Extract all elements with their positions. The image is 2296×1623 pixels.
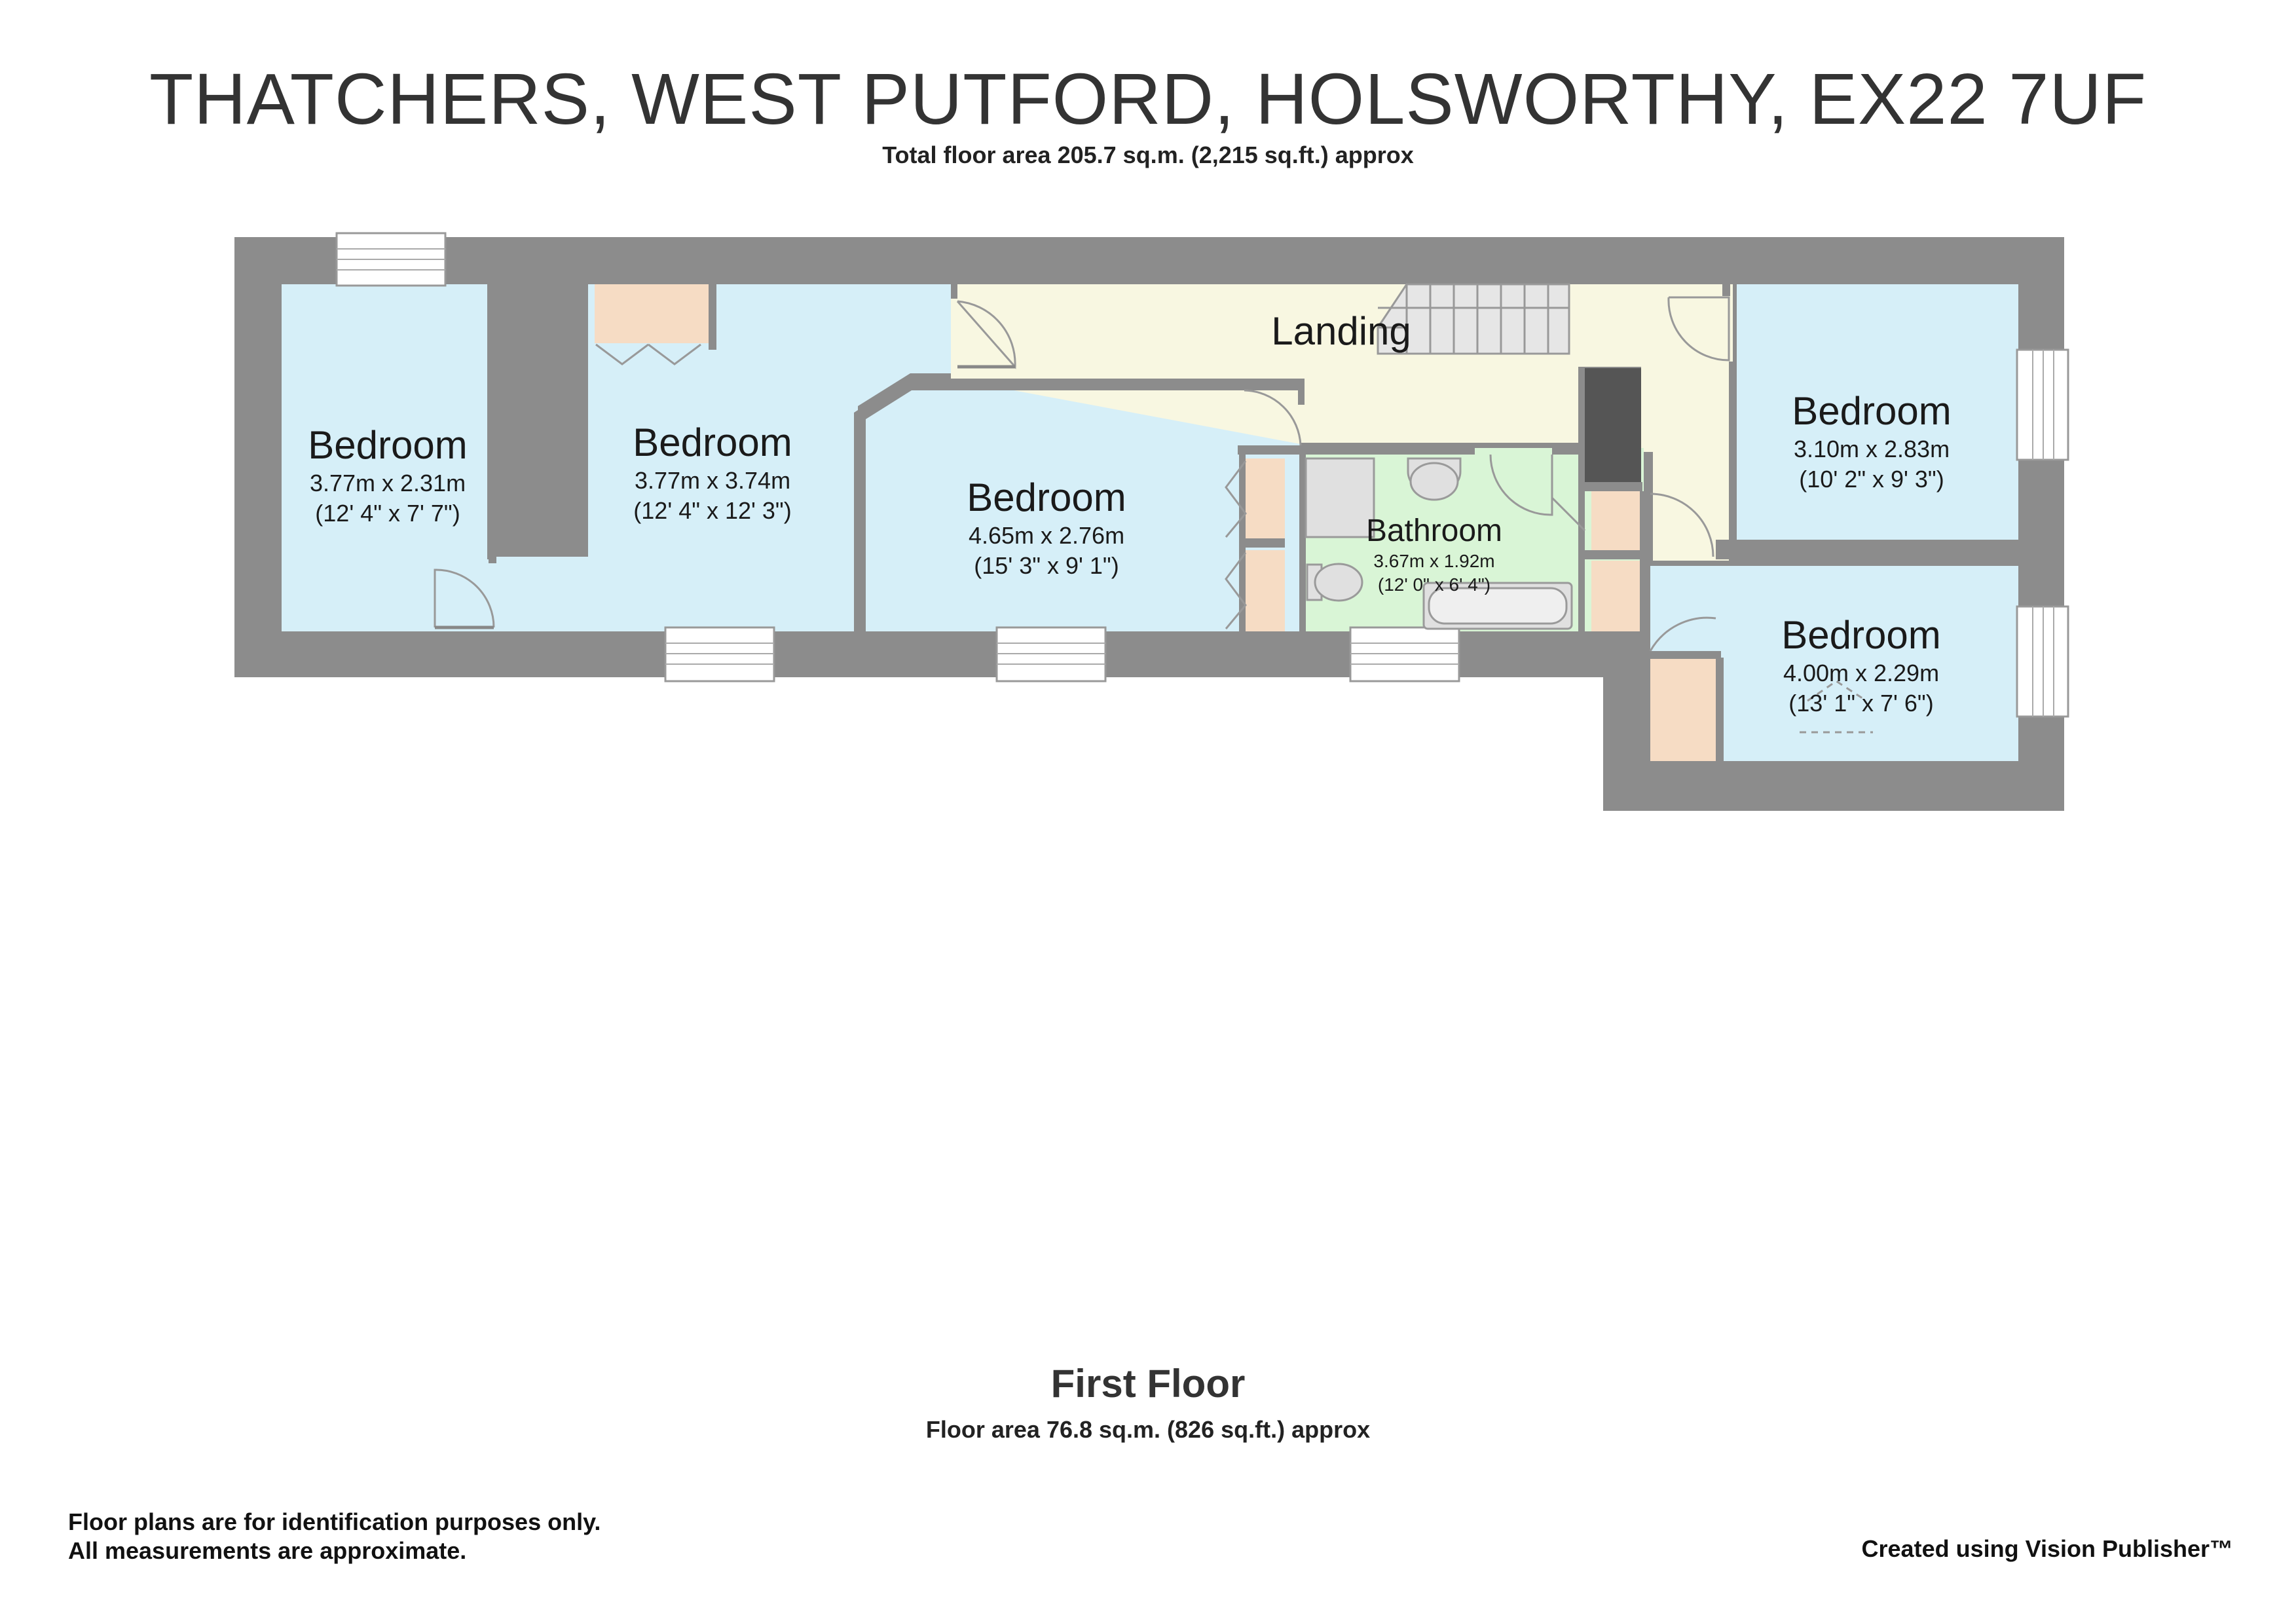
bedroom-1-name: Bedroom: [308, 423, 467, 467]
cupboard-bedroom-5: [1650, 658, 1721, 761]
cupboard-bedroom-3-lower: [1246, 550, 1285, 631]
bedroom-5-metric: 4.00m x 2.29m: [1783, 660, 1939, 686]
cupboard-landing-lower: [1591, 561, 1641, 631]
total-floor-area: Total floor area 205.7 sq.m. (2,215 sq.f…: [882, 141, 1414, 168]
door-bedroom-5: [1649, 616, 1716, 652]
door-landing-cupboard: [1650, 493, 1714, 557]
door-bedroom-3-cupboard-lower: [1225, 552, 1247, 629]
bedroom-5-name: Bedroom: [1781, 613, 1940, 657]
disclaimer: Floor plans are for identification purpo…: [68, 1508, 601, 1565]
bedroom-3-name: Bedroom: [967, 476, 1126, 519]
bedroom-1-metric: 3.77m x 2.31m: [310, 470, 466, 496]
bedroom-3-metric: 4.65m x 2.76m: [969, 522, 1124, 549]
interior-walls: [487, 284, 2018, 761]
door-bedroom-3-cupboard-upper: [1225, 460, 1247, 538]
bedroom-5-label: Bedroom 4.00m x 2.29m (13' 1" x 7' 6"): [1781, 613, 1940, 717]
floor-name: First Floor: [1050, 1362, 1246, 1406]
bathroom-metric: 3.67m x 1.92m: [1373, 551, 1494, 571]
cupboard-bedroom-2: [595, 284, 709, 343]
bedroom-3-area: [864, 385, 1301, 631]
bathroom-label: Bathroom 3.67m x 1.92m (12' 0" x 6' 4"): [1366, 513, 1502, 595]
door-bedroom-2: [956, 300, 1016, 369]
bedroom-1-imperial: (12' 4" x 7' 7"): [315, 500, 460, 527]
bedroom-4-name: Bedroom: [1792, 389, 1951, 433]
floor-area: Floor area 76.8 sq.m. (826 sq.ft.) appro…: [925, 1416, 1371, 1443]
cupboard-bedroom-3-upper: [1246, 458, 1285, 540]
bedroom-2-chimney: [494, 284, 580, 557]
bedroom-4-imperial: (10' 2" x 9' 3"): [1799, 466, 1944, 493]
bathroom-name: Bathroom: [1366, 513, 1502, 548]
bedroom-4-label: Bedroom 3.10m x 2.83m (10' 2" x 9' 3"): [1792, 389, 1951, 493]
doors: [434, 296, 1730, 652]
bedroom-2-name: Bedroom: [633, 420, 792, 464]
door-bedroom-1: [434, 569, 495, 628]
bathroom-fixtures: [1305, 457, 1573, 630]
disclaimer-line-1: Floor plans are for identification purpo…: [68, 1508, 601, 1535]
cupboard-landing-upper: [1591, 491, 1641, 550]
door-bathroom: [1489, 454, 1553, 516]
credit: Created using Vision Publisher™: [1861, 1535, 2233, 1562]
door-bedroom-3: [1244, 389, 1302, 446]
door-cupboard-landing: [1551, 496, 1586, 532]
bedroom-2-label: Bedroom 3.77m x 3.74m (12' 4" x 12' 3"): [633, 420, 792, 524]
bedroom-2-imperial: (12' 4" x 12' 3"): [633, 497, 791, 524]
staircase: [1377, 283, 1570, 355]
bathroom-imperial: (12' 0" x 6' 4"): [1378, 574, 1491, 595]
shower-tray: [1305, 457, 1375, 538]
door-bedroom-2-cupboard-right: [648, 343, 701, 365]
bedroom-2-metric: 3.77m x 3.74m: [635, 467, 790, 494]
bedroom-5-imperial: (13' 1" x 7' 6"): [1788, 690, 1933, 717]
bedroom-3-imperial: (15' 3" x 9' 1"): [974, 552, 1119, 579]
disclaimer-line-2: All measurements are approximate.: [68, 1537, 467, 1564]
bedroom-4-metric: 3.10m x 2.83m: [1794, 436, 1950, 462]
bedroom-2-area: [494, 284, 951, 631]
bedroom-4-area: [1737, 284, 2018, 540]
door-bedroom-4: [1667, 296, 1730, 362]
landing-name: Landing: [1271, 309, 1411, 353]
bedroom-3-label: Bedroom 4.65m x 2.76m (15' 3" x 9' 1"): [967, 476, 1126, 579]
bedroom-1-label: Bedroom 3.77m x 2.31m (12' 4" x 7' 7"): [308, 423, 467, 527]
wardrobe-dashed-icon: [1800, 680, 1873, 734]
door-bedroom-2-cupboard-left: [595, 343, 649, 365]
plan-title: THATCHERS, WEST PUTFORD, HOLSWORTHY, EX2…: [149, 59, 2147, 140]
